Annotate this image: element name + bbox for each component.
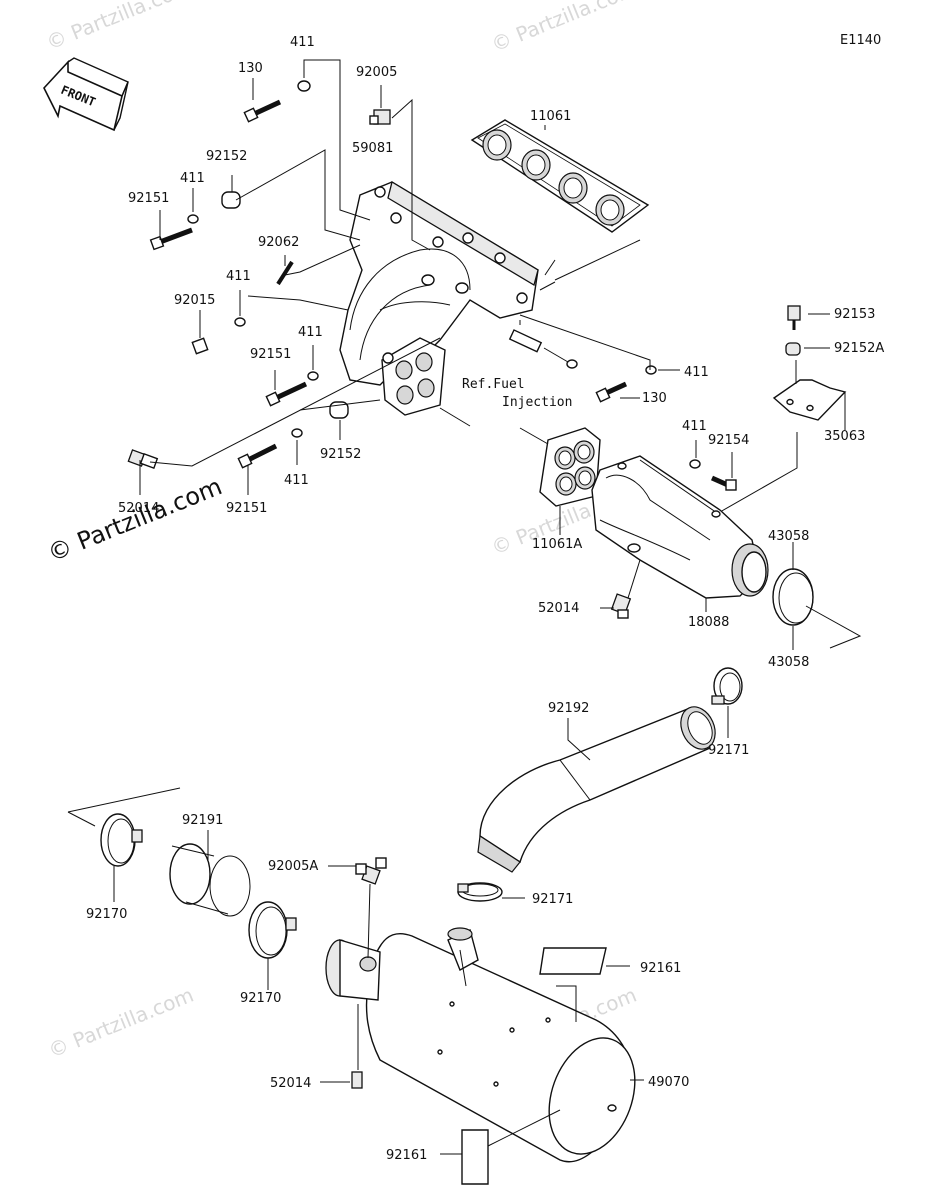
label-130: 130 <box>238 61 263 76</box>
clamp-92170-a <box>67 787 181 902</box>
part-labels: 130 411 92005 11061 92152 59081 411 9215… <box>86 35 884 1163</box>
diagram-code: E1140 <box>840 33 881 48</box>
watermark: © Partzilla.com <box>45 983 197 1063</box>
gasket-11061a <box>519 427 601 535</box>
label-92152: 92152 <box>206 149 247 164</box>
hose-92191 <box>169 830 251 917</box>
label-92152a: 92152A <box>834 341 884 356</box>
label-92005: 92005 <box>356 65 397 80</box>
label-92171: 92171 <box>708 743 749 758</box>
label-11061a: 11061A <box>532 537 582 552</box>
clamp-43058 <box>772 542 862 650</box>
label-92161 <box>440 947 630 1185</box>
label-52014: 52014 <box>118 501 159 516</box>
label-35063: 35063 <box>824 429 865 444</box>
label-11061: 11061 <box>530 109 571 124</box>
watermark: © Partzilla.com <box>488 0 640 57</box>
label-43058: 43058 <box>768 655 809 670</box>
label-411: 411 <box>682 419 707 434</box>
clamp-92170-b <box>248 901 297 990</box>
label-411: 411 <box>180 171 205 186</box>
label-92152: 92152 <box>320 447 361 462</box>
label-92170: 92170 <box>86 907 127 922</box>
label-92015: 92015 <box>174 293 215 308</box>
label-59081: 59081 <box>352 141 393 156</box>
label-18088: 18088 <box>688 615 729 630</box>
gasket-11061 <box>470 119 650 233</box>
leader-lines-upper <box>139 59 680 495</box>
label-92161: 92161 <box>386 1148 427 1163</box>
hose-92192 <box>477 706 716 873</box>
label-92005a: 92005A <box>268 859 318 874</box>
clamp-92171-b <box>457 882 525 902</box>
label-49070: 49070 <box>648 1075 689 1090</box>
label-52014: 52014 <box>270 1076 311 1091</box>
ref-note-line1: Ref.Fuel <box>462 377 525 392</box>
clamp-92171-a <box>711 667 743 738</box>
ref-note-line2: Injection <box>502 395 572 410</box>
exhaust-pipe-18088 <box>591 440 769 619</box>
label-92062: 92062 <box>258 235 299 250</box>
bracket-35063 <box>719 305 847 513</box>
label-130: 130 <box>642 391 667 406</box>
label-92154: 92154 <box>708 433 749 448</box>
brand-watermark-main: © Partzilla.com <box>44 472 226 567</box>
label-92151: 92151 <box>250 347 291 362</box>
front-arrow-icon: FRONT <box>43 57 129 132</box>
fasteners-upper <box>127 80 657 469</box>
muffler-49070 <box>320 857 644 1163</box>
exhaust-manifold-59081 <box>339 180 578 416</box>
label-92151: 92151 <box>226 501 267 516</box>
label-92170: 92170 <box>240 991 281 1006</box>
label-411: 411 <box>298 325 323 340</box>
label-92191: 92191 <box>182 813 223 828</box>
label-52014: 52014 <box>538 601 579 616</box>
label-92151: 92151 <box>128 191 169 206</box>
label-92153: 92153 <box>834 307 875 322</box>
label-411: 411 <box>226 269 251 284</box>
label-92192: 92192 <box>548 701 589 716</box>
label-92171: 92171 <box>532 892 573 907</box>
label-411: 411 <box>284 473 309 488</box>
label-92161: 92161 <box>640 961 681 976</box>
watermark: © Partzilla.com <box>43 0 195 55</box>
label-411: 411 <box>684 365 709 380</box>
label-43058: 43058 <box>768 529 809 544</box>
label-411: 411 <box>290 35 315 50</box>
